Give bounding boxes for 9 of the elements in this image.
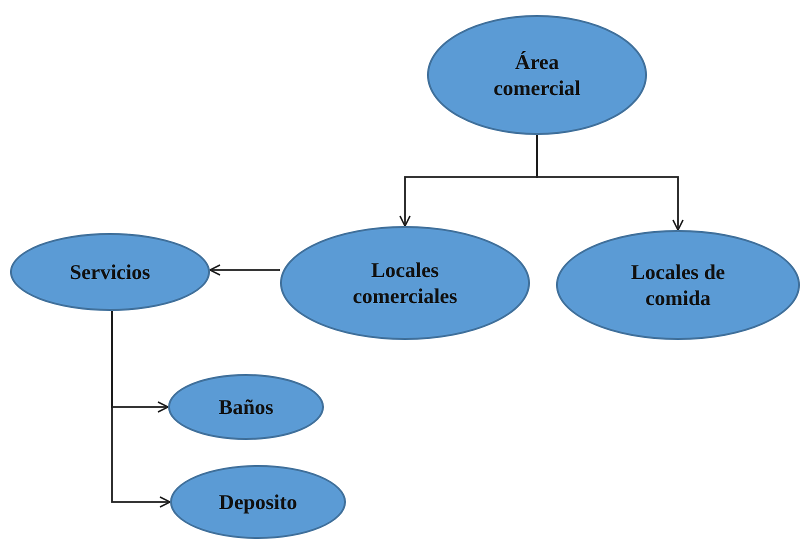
node-label: Baños xyxy=(218,394,274,420)
arrow xyxy=(111,311,171,508)
arrow xyxy=(536,135,684,231)
node-label: Locales comerciales xyxy=(352,256,458,310)
arrow xyxy=(209,264,280,276)
node-label: Deposito xyxy=(218,488,298,516)
node-label: Área comercial xyxy=(492,48,582,102)
node-label: Servicios xyxy=(70,258,150,286)
node-label: Locales de comida xyxy=(630,258,726,312)
